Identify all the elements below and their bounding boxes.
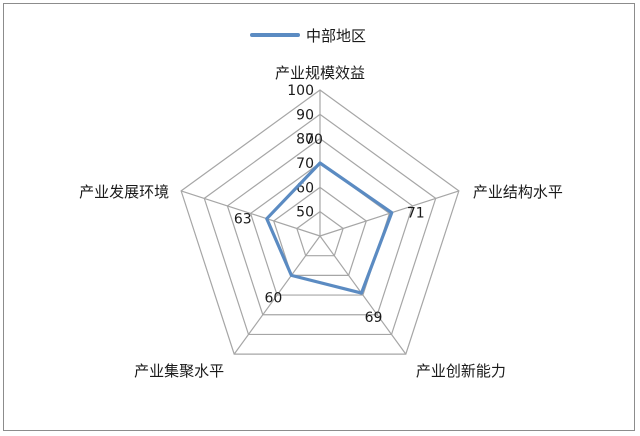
legend: 中部地区 [250,27,366,45]
tick-label-60: 60 [296,180,314,196]
data-label-3: 69 [365,310,383,326]
grid-spoke-2 [319,190,460,237]
grid-ring-100 [180,89,460,355]
series-layer: 70 71 69 60 63 [234,132,425,326]
series-line [265,161,394,295]
tick-label-70: 70 [296,156,314,172]
tick-label-50: 50 [296,205,314,221]
legend-label: 中部地区 [306,27,366,45]
tick-label-90: 90 [296,107,314,123]
tick-label-100: 100 [287,83,314,99]
category-label-3: 产业创新能力 [416,362,506,380]
grid-spoke-3 [319,235,407,355]
grid-ring-50 [296,210,344,257]
category-label-5: 产业发展环境 [79,183,169,201]
data-label-4: 60 [264,290,282,306]
grid-ring-70 [249,162,391,296]
data-label-1: 70 [305,132,323,148]
grid-ring-60 [273,186,367,276]
data-label-2: 71 [407,206,425,222]
category-label-1: 产业规模效益 [275,64,365,82]
grid-spoke-5 [180,190,321,237]
data-label-5: 63 [234,212,252,228]
grid-spoke-4 [233,235,321,355]
category-label-4: 产业集聚水平 [134,362,224,380]
radar-grid [180,89,460,355]
chart-frame [3,3,635,431]
tick-label-80: 80 [296,132,314,148]
category-label-2: 产业结构水平 [473,183,563,201]
grid-ring-80 [226,137,414,316]
grid-ring-90 [203,113,437,336]
